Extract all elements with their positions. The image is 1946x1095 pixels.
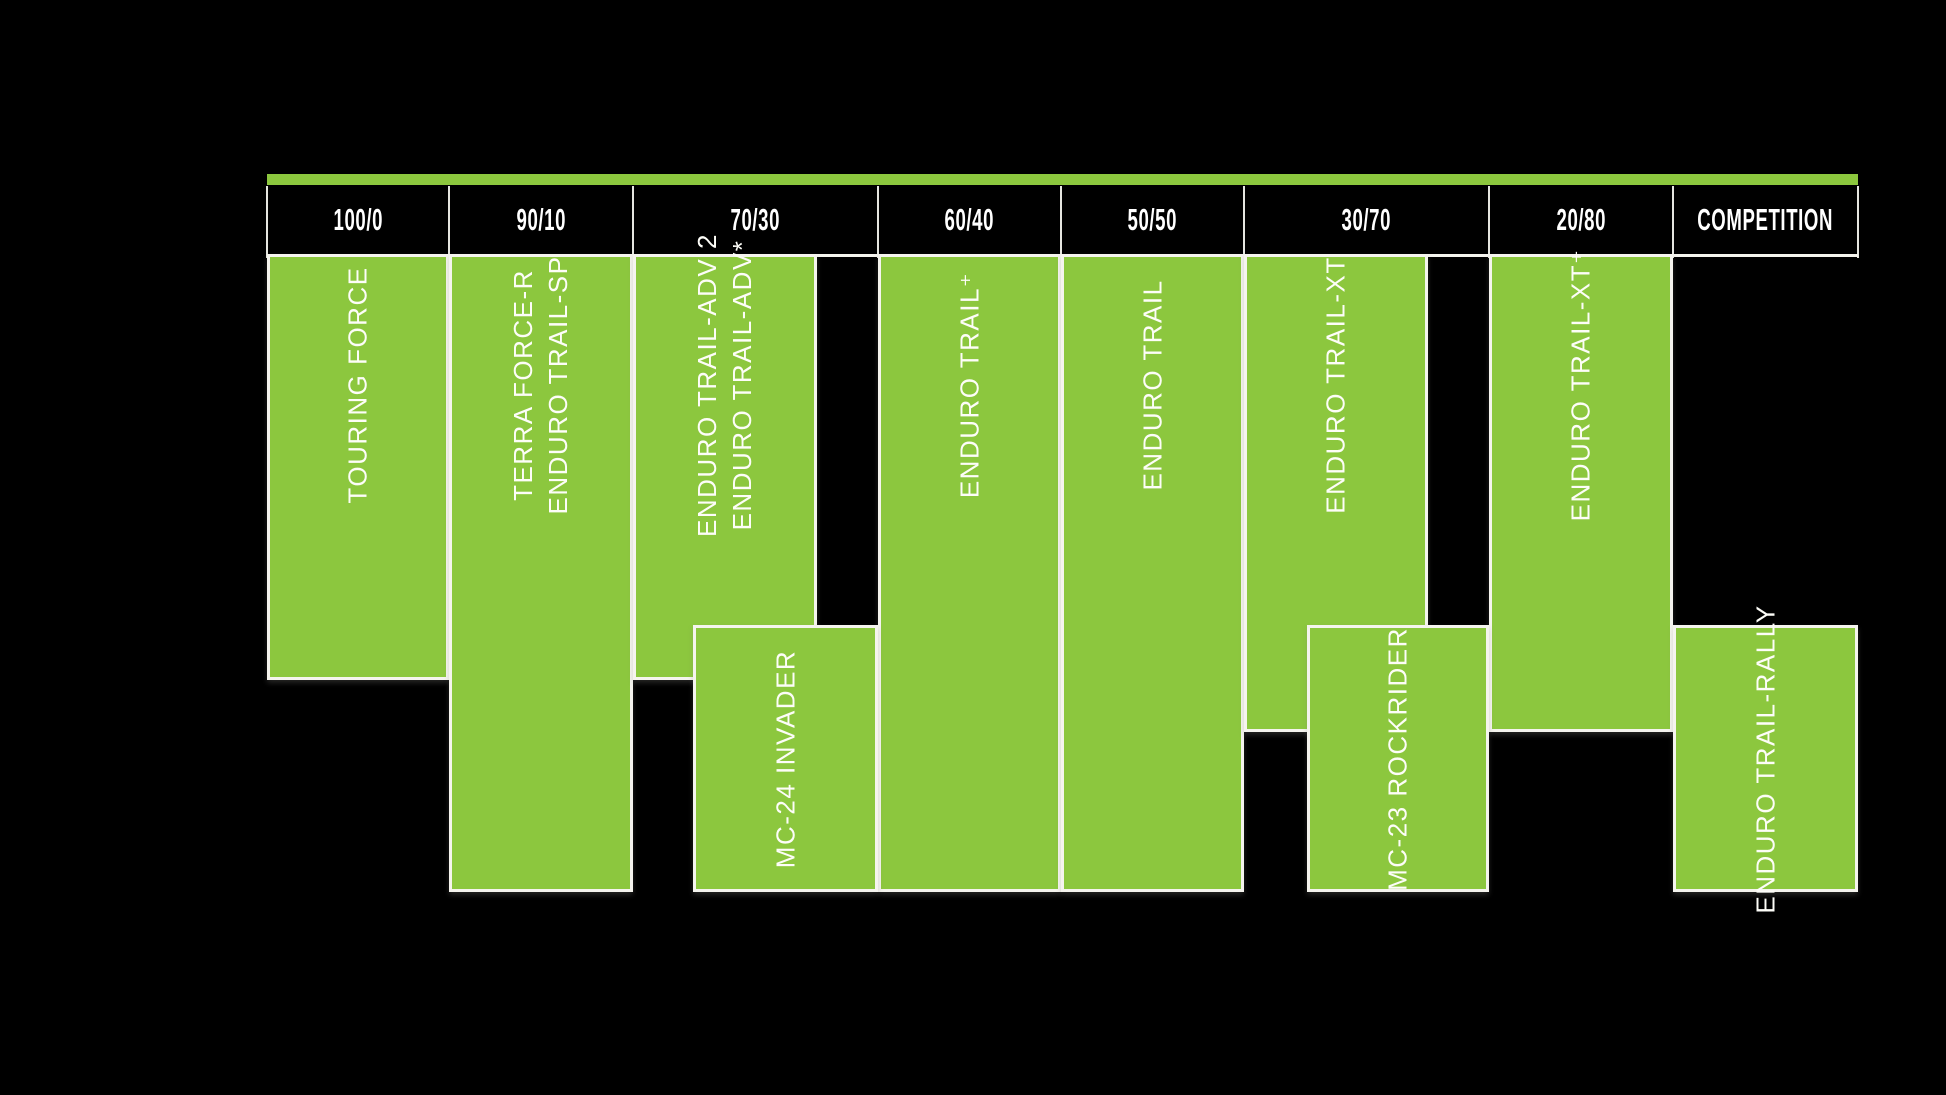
product-label: ENDURO TRAIL-XT bbox=[1319, 256, 1354, 514]
product-label-line: ENDURO TRAIL-SP bbox=[543, 255, 573, 515]
header-label: 100/0 bbox=[333, 201, 383, 237]
header-label: 90/10 bbox=[516, 201, 566, 237]
product-label-line: TERRA FORCE-R bbox=[508, 269, 538, 501]
product-label: ENDURO TRAIL bbox=[1135, 279, 1170, 490]
header-separator-line bbox=[1857, 186, 1859, 258]
product-label-line: ENDURO TRAIL-RALLY bbox=[1750, 603, 1780, 914]
header-label: COMPETITION bbox=[1697, 201, 1834, 237]
header-separator-line bbox=[1060, 186, 1062, 258]
header-cell-50-50: 50/50 bbox=[1061, 185, 1244, 254]
product-label: MC-24 INVADER bbox=[768, 649, 803, 867]
product-label: ENDURO TRAIL⁺ bbox=[952, 272, 987, 498]
top-accent-bar bbox=[267, 174, 1858, 185]
product-label-line: ENDURO TRAIL bbox=[1137, 279, 1167, 491]
header-separator-line bbox=[1243, 186, 1245, 258]
product-label-line: MC-23 ROCKRIDER bbox=[1382, 626, 1413, 891]
product-block-enduro-trail-xt: ENDURO TRAIL-XT⁺ bbox=[1489, 249, 1673, 732]
header-separator-line bbox=[632, 186, 634, 258]
header-cell-100-0: 100/0 bbox=[267, 185, 449, 254]
header-separator-line bbox=[1488, 186, 1490, 258]
product-block-enduro-trail-rally: ENDURO TRAIL-RALLY bbox=[1673, 604, 1858, 913]
header-label: 60/40 bbox=[944, 201, 995, 237]
header-separator-line bbox=[448, 186, 450, 258]
product-block-mc-23-rockrider: MC-23 ROCKRIDER bbox=[1307, 625, 1489, 892]
product-block-enduro-trail: ENDURO TRAIL bbox=[1061, 254, 1244, 892]
header-label: 30/70 bbox=[1341, 201, 1392, 237]
product-label: ENDURO TRAIL-XT⁺ bbox=[1564, 249, 1599, 522]
header-cell-70-30: 70/30 bbox=[633, 185, 878, 254]
product-label: MC-23 ROCKRIDER bbox=[1381, 627, 1416, 891]
product-label: TOURING FORCE bbox=[341, 266, 376, 503]
header-separator-line bbox=[877, 186, 879, 258]
product-label: ENDURO TRAIL-RALLY bbox=[1748, 604, 1783, 913]
header-cell-60-40: 60/40 bbox=[878, 185, 1061, 254]
header-cell-90-10: 90/10 bbox=[449, 185, 633, 254]
product-label-line: ENDURO TRAIL-XT⁺ bbox=[1565, 248, 1596, 522]
header-cell-20-80: 20/80 bbox=[1489, 185, 1673, 254]
header-cell-30-70: 30/70 bbox=[1244, 185, 1489, 254]
header-label: 20/80 bbox=[1556, 201, 1606, 237]
product-block-mc-24-invader: MC-24 INVADER bbox=[693, 625, 878, 892]
product-block-enduro-trail: ENDURO TRAIL⁺ bbox=[878, 254, 1061, 892]
product-label-line: TOURING FORCE bbox=[342, 266, 373, 504]
header-separator-line bbox=[1672, 186, 1674, 258]
product-label-line: ENDURO TRAIL-ADV* bbox=[727, 239, 757, 531]
product-label-line: ENDURO TRAIL-ADV 2 bbox=[692, 233, 722, 537]
header-label: 50/50 bbox=[1127, 201, 1178, 237]
product-label-line: ENDURO TRAIL⁺ bbox=[954, 271, 984, 499]
header-label: 70/30 bbox=[730, 201, 781, 237]
header-separator-line bbox=[266, 186, 268, 258]
product-block-touring-force: TOURING FORCE bbox=[267, 254, 449, 680]
header-cell-competition: COMPETITION bbox=[1673, 185, 1858, 254]
product-label-line: MC-24 INVADER bbox=[770, 649, 800, 868]
product-label-line: ENDURO TRAIL-XT bbox=[1320, 256, 1351, 514]
